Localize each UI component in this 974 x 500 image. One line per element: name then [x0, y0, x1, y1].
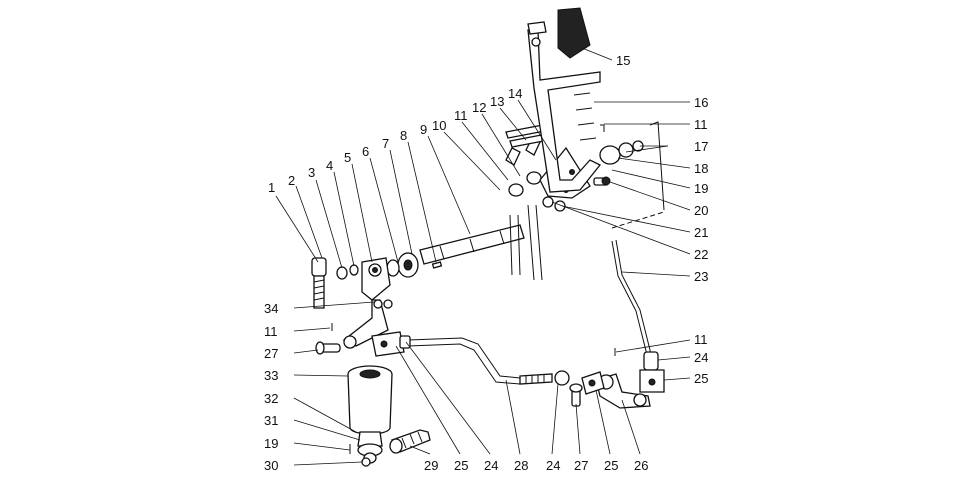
- label-25-bottom-right: 25: [604, 458, 618, 473]
- pedal-pad: [527, 7, 591, 59]
- label-15: 15: [616, 53, 630, 68]
- label-27-bottom: 27: [574, 458, 588, 473]
- lower-lever-left: [342, 299, 393, 349]
- washer-30: [349, 444, 371, 467]
- label-25-bottom-left: 25: [454, 458, 468, 473]
- main-shaft: [419, 224, 525, 265]
- label-27-left: 27: [264, 346, 278, 361]
- damper-cylinder: [347, 365, 393, 464]
- label-19-left: 19: [264, 436, 278, 451]
- vertical-rods: [505, 137, 543, 281]
- label-11-right: 11: [694, 117, 708, 132]
- pedal-arm: [527, 29, 602, 193]
- bolt-1: [311, 257, 327, 309]
- label-14: 14: [508, 86, 522, 101]
- left-rod-clevis: [371, 331, 411, 357]
- pin-27-left: [315, 341, 341, 355]
- left-bracket: [361, 257, 391, 301]
- label-17: 17: [694, 139, 708, 154]
- label-23: 23: [694, 269, 708, 284]
- label-20: 20: [694, 203, 708, 218]
- label-34: 34: [264, 301, 278, 316]
- label-3: 3: [308, 165, 315, 180]
- threaded-end: [519, 370, 570, 386]
- label-22: 22: [694, 247, 708, 262]
- label-13: 13: [490, 94, 504, 109]
- label-32: 32: [264, 391, 278, 406]
- label-30: 30: [264, 458, 278, 473]
- clevis-middle: [581, 371, 605, 395]
- label-10: 10: [432, 118, 446, 133]
- part-labels: 1 2 3 4 5 6 7 8 9 10 11 12 13 14 15 16 1…: [264, 53, 708, 473]
- washers-3-4: [336, 264, 359, 280]
- label-24-bottom-left: 24: [484, 458, 498, 473]
- label-21: 21: [694, 225, 708, 240]
- label-16: 16: [694, 95, 708, 110]
- label-7: 7: [382, 136, 389, 151]
- label-24-bottom-mid: 24: [546, 458, 560, 473]
- label-12: 12: [472, 100, 486, 115]
- push-rod-28: [407, 337, 521, 385]
- bolt-29: [389, 429, 431, 454]
- label-11-lower-right: 11: [694, 332, 708, 347]
- label-31: 31: [264, 413, 278, 428]
- label-1: 1: [268, 180, 275, 195]
- label-8: 8: [400, 128, 407, 143]
- label-19-right: 19: [694, 181, 708, 196]
- label-11-left: 11: [264, 324, 278, 339]
- pedal-hardware: [599, 121, 665, 211]
- small-pins: [331, 323, 616, 356]
- label-18: 18: [694, 161, 708, 176]
- label-2: 2: [288, 173, 295, 188]
- label-28: 28: [514, 458, 528, 473]
- label-11-top: 11: [454, 108, 468, 123]
- shaft-bushings: [386, 252, 443, 278]
- label-33: 33: [264, 368, 278, 383]
- label-5: 5: [344, 150, 351, 165]
- pin-27-right: [569, 383, 583, 407]
- label-25-right: 25: [694, 371, 708, 386]
- bolt-20: [593, 176, 611, 186]
- washers-21-22: [542, 196, 566, 212]
- leader-lines: [275, 47, 691, 466]
- label-4: 4: [326, 158, 333, 173]
- label-24-right: 24: [694, 350, 708, 365]
- label-6: 6: [362, 144, 369, 159]
- label-9: 9: [420, 122, 427, 137]
- linkage-drawing: [311, 7, 665, 467]
- right-clevis: [639, 351, 665, 393]
- label-29: 29: [424, 458, 438, 473]
- label-26: 26: [634, 458, 648, 473]
